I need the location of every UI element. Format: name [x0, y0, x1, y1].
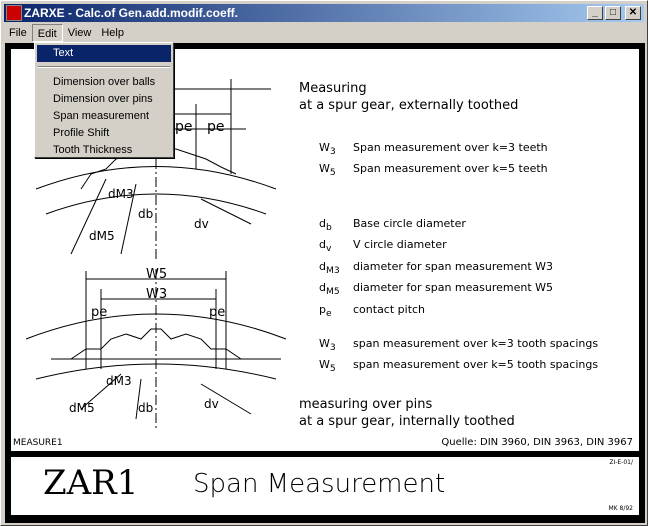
window-title: ZARXE - Calc.of Gen.add.modif.coeff. [24, 6, 239, 20]
close-button[interactable]: ✕ [625, 6, 641, 20]
maximize-button[interactable]: □ [605, 6, 621, 20]
legend-bottom: W3 span measurement over k=3 tooth spacin… [319, 335, 598, 377]
label-dM3: dM3 [108, 187, 134, 201]
sym: pe [319, 302, 332, 320]
label-pe-2: pe [207, 119, 225, 135]
heading-measuring: Measuring [299, 81, 367, 96]
legend-text: span measurement over k=5 tooth spacings [353, 358, 599, 372]
label-W5: W5 [146, 267, 168, 282]
label-dM3-int: dM3 [106, 374, 132, 388]
heading-spur-external: at a spur gear, externally toothed [299, 98, 519, 113]
menu-separator [38, 66, 170, 68]
drawing-code: ZAR1 [43, 463, 139, 503]
menu-file[interactable]: File [9, 27, 27, 39]
menu-bar: File Edit View Help [4, 24, 129, 42]
menu-item-tooth-thickness[interactable]: Tooth Thickness [53, 144, 133, 156]
drawing-id: MEASURE1 [13, 438, 63, 448]
label-db: db [138, 207, 154, 221]
sym: W3 [319, 141, 336, 158]
source-note: Quelle: DIN 3960, DIN 3963, DIN 3967 [441, 437, 633, 448]
menu-item-dimension-over-pins[interactable]: Dimension over pins [53, 93, 153, 105]
menu-item-text[interactable]: Text [37, 45, 171, 62]
edit-dropdown-menu: Text Dimension over balls Dimension over… [34, 42, 174, 158]
sym: db [319, 217, 332, 234]
heading-spur-internal: at a spur gear, internally toothed [299, 414, 515, 429]
label-dv-int: dv [204, 397, 219, 411]
sym: W5 [319, 162, 336, 179]
menu-edit[interactable]: Edit [31, 24, 63, 42]
label-pe-1: pe [175, 119, 193, 135]
drawing-title: Span Measurement [193, 469, 446, 499]
drawing-author: MK 8/92 [608, 505, 634, 512]
sym: W5 [319, 358, 336, 375]
minimize-button[interactable]: _ [587, 6, 603, 20]
legend-text: diameter for span measurement W3 [353, 259, 554, 273]
label-W3: W3 [146, 287, 168, 302]
label-dM5: dM5 [89, 229, 115, 243]
legend-text: Span measurement over k=3 teeth [353, 141, 548, 154]
legend-mid: db Base circle diameter dv V circle diamet… [319, 215, 553, 322]
legend-text: V circle diameter [353, 238, 447, 252]
title-block: ZAR1 Span Measurement ZI-E-01/ MK 8/92 [11, 457, 639, 515]
menu-item-span-measurement[interactable]: Span measurement [53, 110, 149, 122]
label-db-int: db [138, 401, 154, 415]
sym: dv [319, 238, 332, 255]
sym: dM3 [319, 259, 340, 277]
menu-help[interactable]: Help [101, 27, 124, 39]
sym: W3 [319, 337, 336, 354]
menu-view[interactable]: View [67, 27, 92, 39]
sym: dM5 [319, 281, 340, 298]
label-pe-3: pe [91, 305, 108, 320]
menu-item-dimension-over-balls[interactable]: Dimension over balls [53, 76, 156, 88]
legend-text: diameter for span measurement W5 [353, 281, 554, 295]
legend-text: Span measurement over k=5 teeth [353, 162, 548, 176]
heading-pins: measuring over pins [299, 397, 433, 412]
label-pe-4: pe [209, 305, 226, 320]
legend-text: span measurement over k=3 tooth spacings [353, 337, 599, 350]
title-bar: ZARXE - Calc.of Gen.add.modif.coeff. _ □… [4, 4, 644, 22]
legend-text: contact pitch [353, 302, 426, 316]
gear-arc-inner [45, 193, 267, 215]
legend-text: Base circle diameter [353, 217, 466, 230]
menu-item-profile-shift[interactable]: Profile Shift [53, 127, 110, 139]
label-dv: dv [194, 217, 209, 231]
app-icon [6, 5, 22, 21]
label-dM5-int: dM5 [69, 401, 95, 415]
drawing-ref: ZI-E-01/ [609, 459, 633, 466]
legend-top: W3 Span measurement over k=3 teeth W5 Span… [319, 139, 548, 181]
